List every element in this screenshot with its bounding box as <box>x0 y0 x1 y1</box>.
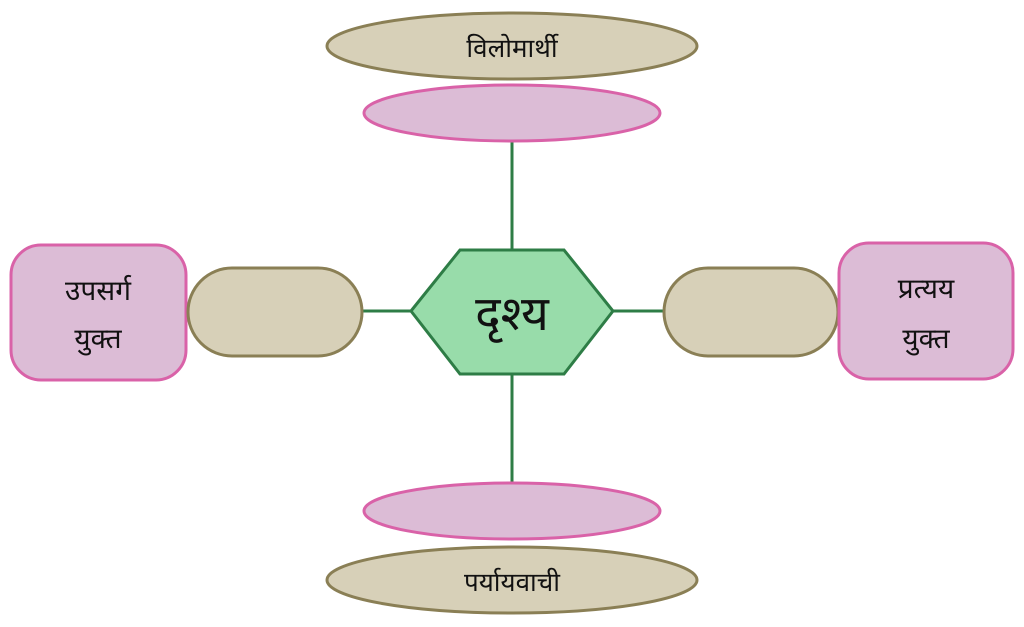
antonym-label: विलोमार्थी <box>466 33 558 64</box>
synonym-answer-blank[interactable] <box>362 481 662 541</box>
prefix-label-line1: उपसर्ग <box>65 274 132 307</box>
antonym-answer-blank[interactable] <box>362 83 662 143</box>
prefix-label-line2: युक्त <box>74 322 122 356</box>
center-word-hexagon <box>409 248 615 376</box>
suffix-label-line2: युक्त <box>902 322 950 356</box>
prefix-answer-blank[interactable] <box>186 266 364 358</box>
prefix-label-box <box>9 243 188 382</box>
suffix-answer-blank[interactable] <box>662 266 840 358</box>
synonym-label-ellipse <box>325 545 699 615</box>
suffix-label-line1: प्रत्यय <box>898 272 955 305</box>
antonym-label-ellipse <box>325 11 699 81</box>
center-word: दृश्य <box>475 286 550 343</box>
suffix-label-box <box>837 241 1015 381</box>
synonym-label: पर्यायवाची <box>464 567 561 598</box>
